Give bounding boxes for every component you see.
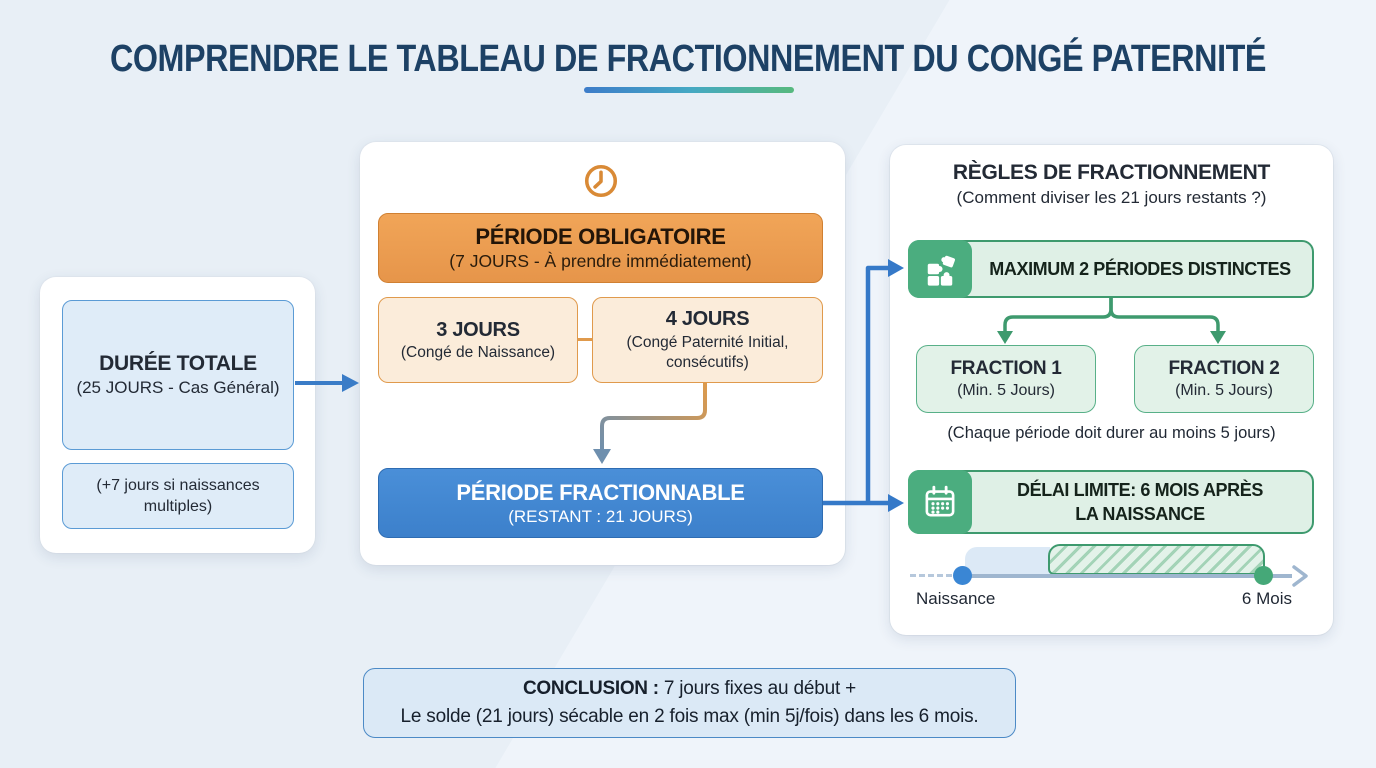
timeline-start-label: Naissance [916, 589, 996, 608]
fraction-2-subtitle: (Min. 5 Jours) [1175, 382, 1273, 399]
fractionable-period-title: PÉRIODE FRACTIONNABLE [456, 479, 745, 505]
conclusion-label: CONCLUSION : [523, 678, 659, 699]
fraction-2-title: FRACTION 2 [1168, 358, 1280, 379]
rules-card: RÈGLES DE FRACTIONNEMENT (Comment divise… [890, 145, 1333, 635]
birth-leave-box: 3 JOURS (Congé de Naissance) [378, 297, 578, 383]
deadline-rule-box: DÉLAI LIMITE: 6 MOIS APRÈS LA NAISSANCE [908, 470, 1314, 534]
fraction-2-box: FRACTION 2 (Min. 5 Jours) [1134, 345, 1314, 413]
timeline-end-label: 6 Mois [1241, 589, 1292, 608]
clock-icon [582, 162, 620, 205]
page-title: COMPRENDRE LE TABLEAU DE FRACTIONNEMENT … [109, 38, 1267, 80]
conclusion-line-2: Le solde (21 jours) sécable en 2 fois ma… [400, 706, 979, 727]
rules-title: RÈGLES DE FRACTIONNEMENT [952, 161, 1271, 184]
initial-paternity-box: 4 JOURS (Congé Paternité Initial, conséc… [592, 297, 823, 383]
birth-leave-subtitle: (Congé de Naissance) [400, 343, 556, 361]
max-periods-rule-label: MAXIMUM 2 PÉRIODES DISTINCTES [989, 259, 1291, 279]
total-duration-card: DURÉE TOTALE (25 JOURS - Cas Général) (+… [40, 277, 315, 553]
mandatory-period-box: PÉRIODE OBLIGATOIRE (7 JOURS - À prendre… [378, 213, 823, 283]
sub-box-connector [578, 338, 592, 341]
timeline-axis [962, 574, 1292, 578]
total-duration-box: DURÉE TOTALE (25 JOURS - Cas Général) [62, 300, 294, 450]
fraction-1-subtitle: (Min. 5 Jours) [957, 382, 1055, 399]
max-periods-rule-box: MAXIMUM 2 PÉRIODES DISTINCTES [908, 240, 1314, 298]
rules-subtitle: (Comment diviser les 21 jours restants ?… [956, 188, 1267, 207]
fractionable-period-subtitle: (RESTANT : 21 JOURS) [508, 506, 693, 526]
timeline-dashed-segment [910, 574, 952, 577]
initial-paternity-subtitle: (Congé Paternité Initial, consécutifs) [626, 333, 789, 371]
deadline-line-1: DÉLAI LIMITE: 6 MOIS APRÈS [1017, 480, 1263, 500]
deadline-rule-label: DÉLAI LIMITE: 6 MOIS APRÈS LA NAISSANCE [974, 472, 1306, 532]
timeline-initial-bar [965, 547, 1050, 575]
multiple-births-note-box: (+7 jours si naissances multiples) [62, 463, 294, 529]
fraction-1-box: FRACTION 1 (Min. 5 Jours) [916, 345, 1096, 413]
timeline-sixmonths-dot [1254, 566, 1273, 585]
fractionable-period-box: PÉRIODE FRACTIONNABLE (RESTANT : 21 JOUR… [378, 468, 823, 538]
mandatory-period-card: PÉRIODE OBLIGATOIRE (7 JOURS - À prendre… [360, 142, 845, 565]
title-underline [584, 87, 794, 93]
mandatory-period-subtitle: (7 JOURS - À prendre immédiatement) [449, 251, 752, 271]
conclusion-box: CONCLUSION : 7 jours fixes au début + Le… [363, 668, 1016, 738]
timeline-birth-dot [953, 566, 972, 585]
conclusion-line-1-text: 7 jours fixes au début + [658, 678, 856, 699]
timeline-window-bar [1048, 544, 1265, 575]
conclusion-line-1: CONCLUSION : 7 jours fixes au début + [523, 675, 856, 703]
total-duration-subtitle: (25 JOURS - Cas Général) [76, 378, 280, 397]
min-duration-note: (Chaque période doit durer au moins 5 jo… [947, 424, 1276, 442]
deadline-line-2: LA NAISSANCE [1075, 504, 1205, 524]
rules-header: RÈGLES DE FRACTIONNEMENT (Comment divise… [890, 161, 1333, 208]
arrow-right-icon [1290, 565, 1312, 592]
calendar-icon [908, 470, 972, 534]
multiple-births-note: (+7 jours si naissances multiples) [96, 477, 260, 515]
fraction-1-title: FRACTION 1 [950, 358, 1062, 379]
birth-leave-title: 3 JOURS [436, 318, 520, 341]
mandatory-period-title: PÉRIODE OBLIGATOIRE [475, 224, 726, 249]
initial-paternity-title: 4 JOURS [665, 307, 750, 330]
puzzle-icon [908, 240, 972, 298]
total-duration-title: DURÉE TOTALE [99, 352, 257, 375]
